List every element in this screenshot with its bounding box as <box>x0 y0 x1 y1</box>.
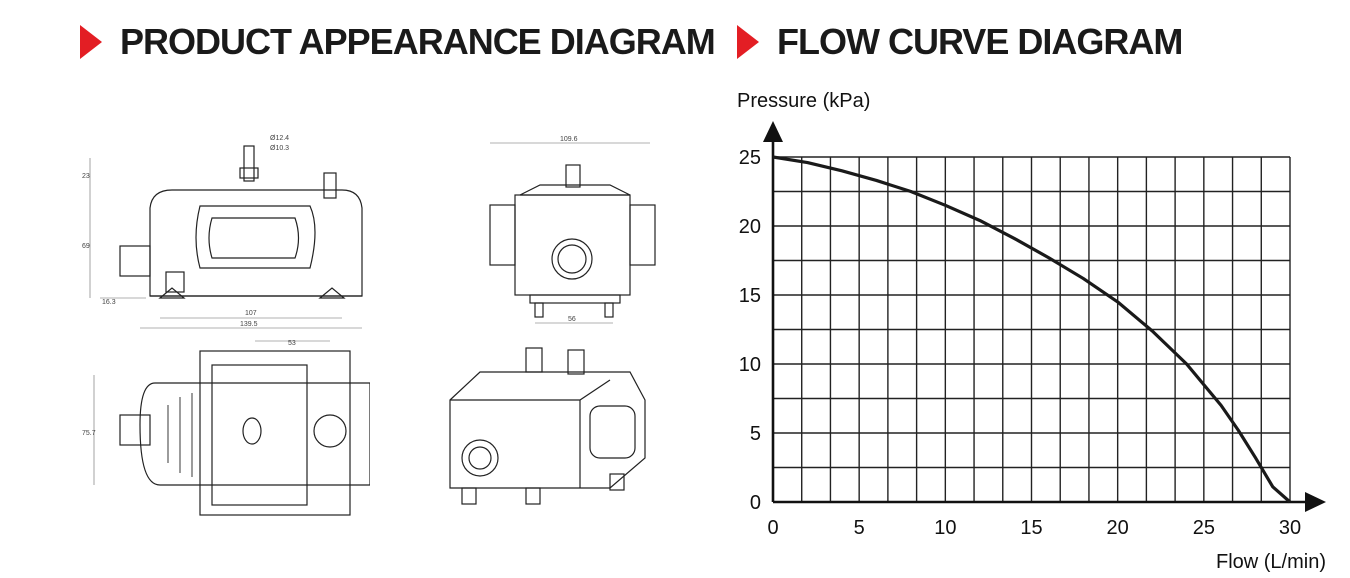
x-axis-label: Flow (L/min) <box>1216 551 1326 573</box>
grid-layer <box>773 156 1291 502</box>
flow-section-title: FLOW CURVE DIAGRAM <box>737 21 1183 63</box>
x-tick-label: 10 <box>934 517 956 539</box>
red-arrow-icon <box>737 25 759 59</box>
dim-h1: 23 <box>82 173 90 180</box>
x-tick-label: 30 <box>1279 517 1301 539</box>
dim-top-width: 53 <box>288 340 296 347</box>
y-tick-label: 25 <box>739 147 761 169</box>
y-axis-label: Pressure (kPa) <box>737 90 870 112</box>
dim-side-base: 56 <box>568 316 576 323</box>
x-axis-arrow-icon <box>1305 492 1326 512</box>
appearance-section-title: PRODUCT APPEARANCE DIAGRAM <box>80 21 716 63</box>
dim-top-height: 75.7 <box>82 430 96 437</box>
flow-curve-line <box>772 155 1292 504</box>
side-view-drawing: 109.6 56 <box>489 136 656 324</box>
flow-title-text: FLOW CURVE DIAGRAM <box>777 21 1183 62</box>
dim-w1: 107 <box>245 310 257 317</box>
dim-d2: Ø10.3 <box>270 145 289 152</box>
perspective-view-drawing <box>449 347 646 505</box>
x-tick-label: 20 <box>1107 517 1129 539</box>
axes-layer <box>763 121 1326 512</box>
y-tick-label: 10 <box>739 354 761 376</box>
y-tick-label: 5 <box>750 423 761 445</box>
dim-d1: Ø12.4 <box>270 135 289 142</box>
x-tick-label: 5 <box>854 517 865 539</box>
x-tick-label: 25 <box>1193 517 1215 539</box>
y-tick-label: 20 <box>739 216 761 238</box>
x-tick-label: 0 <box>767 517 778 539</box>
y-axis-arrow-icon <box>763 121 783 142</box>
dim-left: 16.3 <box>102 299 116 306</box>
labels-layer: 0 5 10 15 20 25 30 0 5 10 15 20 25 <box>739 147 1301 539</box>
appearance-title-text: PRODUCT APPEARANCE DIAGRAM <box>120 21 716 62</box>
dim-w2: 139.5 <box>240 321 258 328</box>
y-tick-label: 0 <box>750 492 761 514</box>
dim-side-width: 109.6 <box>560 136 578 143</box>
x-tick-label: 15 <box>1020 517 1042 539</box>
y-tick-label: 15 <box>739 285 761 307</box>
series-layer <box>772 155 1292 504</box>
front-view-drawing: Ø12.4 Ø10.3 23 69 107 139.5 16.3 <box>82 135 363 329</box>
red-arrow-icon <box>80 25 102 59</box>
dim-h2: 69 <box>82 243 90 250</box>
top-view-drawing: 53 75.7 <box>82 340 370 516</box>
